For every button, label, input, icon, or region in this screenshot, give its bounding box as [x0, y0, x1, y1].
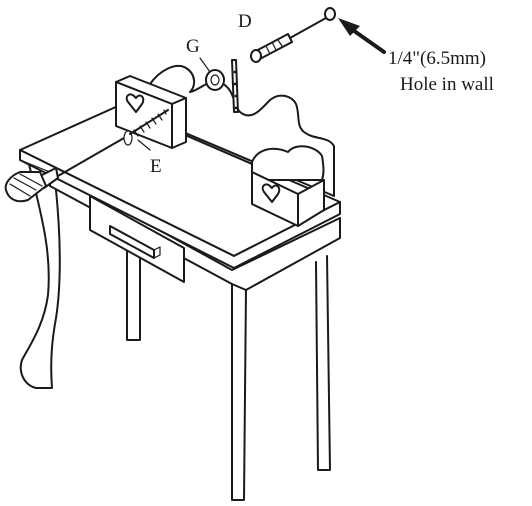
desk-apron [49, 169, 341, 291]
hole-description-label: Hole in wall [400, 74, 494, 95]
label-g: G [186, 36, 200, 57]
screw-e [123, 109, 169, 146]
arrow-pointer [338, 18, 386, 54]
drawer-front [89, 195, 185, 283]
right-cubby [251, 145, 325, 227]
heart-cutout-left [125, 93, 145, 113]
washer-g [205, 69, 225, 91]
desk-top [19, 105, 341, 269]
label-d: D [238, 11, 252, 32]
wall-anchor-d [250, 17, 327, 63]
heart-cutout-right [261, 183, 281, 203]
screwdriver-handle [4, 171, 47, 203]
left-cubby [115, 75, 187, 149]
label-e: E [150, 156, 162, 177]
leader-lines [137, 57, 211, 151]
hole-size-label: 1/4"(6.5mm) [388, 48, 486, 69]
hanging-strip [231, 59, 239, 113]
wall-hole [324, 7, 336, 21]
screwdriver [4, 137, 125, 203]
